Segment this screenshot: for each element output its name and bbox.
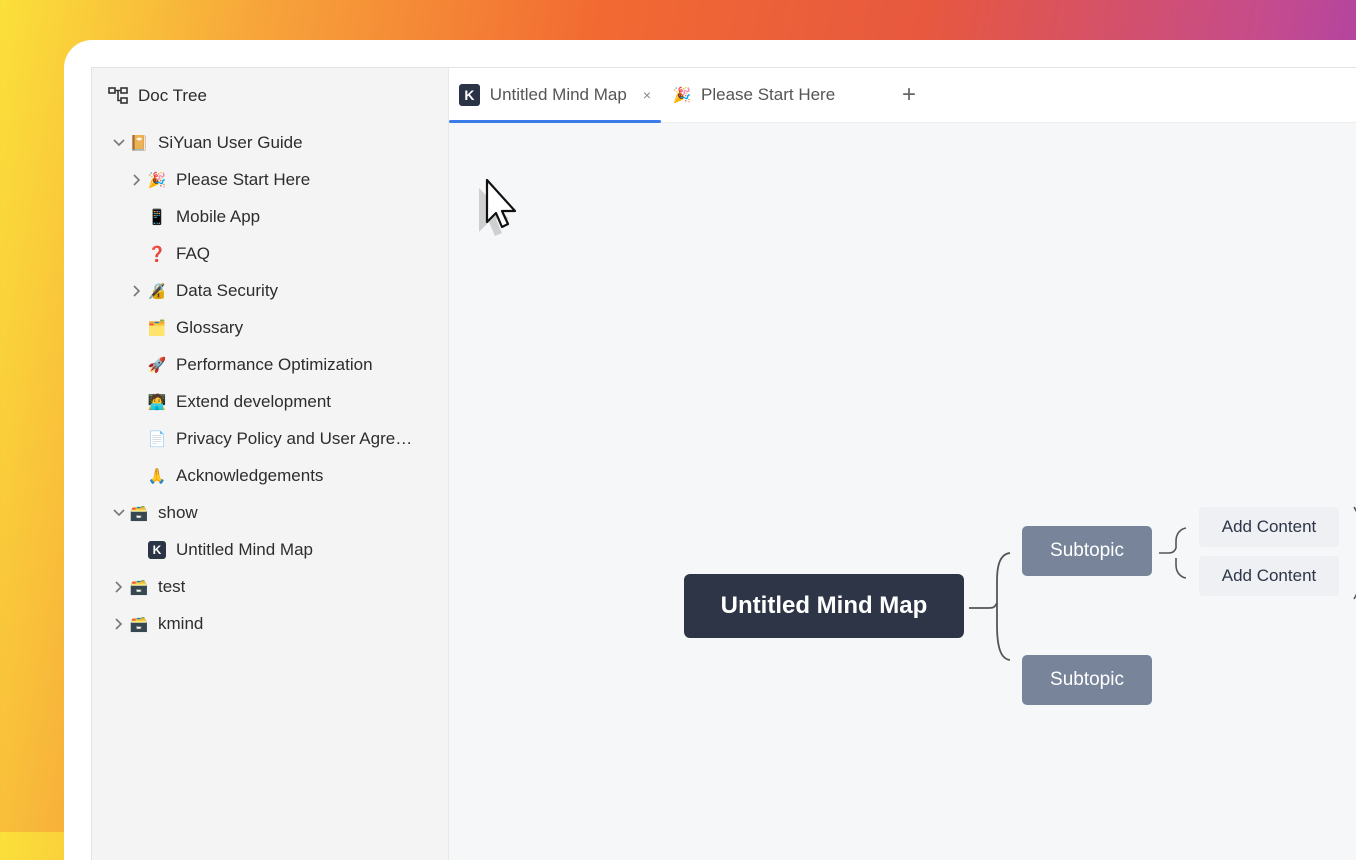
doc-emoji-icon: 📱	[147, 208, 167, 226]
tree-spacer	[128, 541, 146, 559]
app-inner: Doc Tree 📔 SiYuan User Guide 🎉 Please Start…	[91, 67, 1356, 860]
doc-tree-header: Doc Tree	[92, 68, 448, 124]
doc-emoji-icon: 🗂️	[147, 319, 167, 337]
tree-item-faq[interactable]: ❓ FAQ	[92, 235, 448, 272]
add-tab-button[interactable]: +	[902, 81, 917, 108]
leaf-node-2[interactable]: Add Content	[1199, 556, 1339, 596]
doc-emoji-icon: 🙏	[147, 467, 167, 485]
tree-spacer	[128, 356, 146, 374]
tree-item-label: Data Security	[176, 280, 279, 300]
mindmap-canvas[interactable]: Untitled Mind Map Subtopic Subtopic Add …	[449, 123, 1356, 860]
subtopic-node-1[interactable]: Subtopic	[1022, 526, 1152, 576]
root-bracket	[969, 552, 1011, 661]
doc-tree-list: 📔 SiYuan User Guide 🎉 Please Start Here 📱 Mob…	[92, 124, 448, 642]
tab-please-start-here[interactable]: 🎉 Please Start Here	[661, 68, 886, 122]
chevron-right-icon[interactable]	[110, 615, 128, 633]
tree-item-label: Performance Optimization	[176, 354, 373, 374]
doc-emoji-icon: 📔	[129, 134, 149, 152]
party-popper-icon: 🎉	[672, 87, 692, 104]
doc-emoji-icon: 🗃️	[129, 504, 149, 522]
tree-item-kmind[interactable]: 🗃️ kmind	[92, 605, 448, 642]
tree-item-extend-development[interactable]: 🧑‍💻 Extend development	[92, 383, 448, 420]
doc-emoji-icon: 🗃️	[129, 578, 149, 596]
tree-spacer	[128, 430, 146, 448]
tree-item-mobile-app[interactable]: 📱 Mobile App	[92, 198, 448, 235]
tree-spacer	[128, 319, 146, 337]
close-icon[interactable]: ×	[642, 87, 651, 103]
subtopic-node-2[interactable]: Subtopic	[1022, 655, 1152, 705]
tree-item-privacy-policy-and-user-agre[interactable]: 📄 Privacy Policy and User Agre…	[92, 420, 448, 457]
doc-emoji-icon: 🔏	[147, 282, 167, 300]
tree-item-label: kmind	[158, 613, 204, 633]
tree-item-show[interactable]: 🗃️ show	[92, 494, 448, 531]
doc-tree-icon	[108, 87, 128, 104]
mindmap-connectors	[969, 506, 1356, 661]
tree-item-glossary[interactable]: 🗂️ Glossary	[92, 309, 448, 346]
doc-emoji-icon: 🗃️	[129, 615, 149, 633]
kmind-icon: K	[459, 84, 480, 106]
tree-item-untitled-mind-map[interactable]: K Untitled Mind Map	[92, 531, 448, 568]
tree-spacer	[128, 393, 146, 411]
tab-untitled-mind-map[interactable]: K Untitled Mind Map ×	[449, 68, 661, 123]
tree-item-test[interactable]: 🗃️ test	[92, 568, 448, 605]
tree-item-label: Glossary	[176, 317, 244, 337]
chevron-right-icon[interactable]	[128, 171, 146, 189]
tab-label: Untitled Mind Map	[489, 85, 627, 104]
tab-bar: K Untitled Mind Map × 🎉 Please Start Her…	[449, 68, 1356, 123]
tree-item-label: SiYuan User Guide	[158, 132, 303, 152]
chevron-down-icon[interactable]	[110, 134, 128, 152]
tree-item-label: test	[158, 576, 186, 596]
chevron-right-icon[interactable]	[110, 578, 128, 596]
tree-item-label: Untitled Mind Map	[176, 539, 314, 559]
app-window: Doc Tree 📔 SiYuan User Guide 🎉 Please Start…	[64, 40, 1356, 860]
tab-label: Please Start Here	[701, 85, 836, 104]
tree-spacer	[128, 467, 146, 485]
doc-tree-title: Doc Tree	[138, 86, 207, 105]
subtopic-bracket	[1159, 527, 1187, 579]
tree-item-label: Please Start Here	[176, 169, 311, 189]
root-node[interactable]: Untitled Mind Map	[684, 574, 964, 638]
kmind-badge: K	[148, 540, 166, 559]
tree-item-please-start-here[interactable]: 🎉 Please Start Here	[92, 161, 448, 198]
tree-item-acknowledgements[interactable]: 🙏 Acknowledgements	[92, 457, 448, 494]
kmind-icon: K	[146, 540, 168, 559]
doc-emoji-icon: 📄	[147, 430, 167, 448]
tree-item-label: Acknowledgements	[176, 465, 324, 485]
tree-item-data-security[interactable]: 🔏 Data Security	[92, 272, 448, 309]
chevron-right-icon[interactable]	[128, 282, 146, 300]
doc-emoji-icon: 🎉	[147, 171, 167, 189]
doc-emoji-icon: ❓	[147, 245, 167, 263]
tree-item-siyuan-user-guide[interactable]: 📔 SiYuan User Guide	[92, 124, 448, 161]
doc-tree-sidebar: Doc Tree 📔 SiYuan User Guide 🎉 Please Start…	[92, 68, 449, 860]
tree-item-performance-optimization[interactable]: 🚀 Performance Optimization	[92, 346, 448, 383]
tree-spacer	[128, 245, 146, 263]
chevron-down-icon[interactable]	[110, 504, 128, 522]
tree-spacer	[128, 208, 146, 226]
leaf-node-1[interactable]: Add Content	[1199, 507, 1339, 547]
doc-emoji-icon: 🧑‍💻	[147, 393, 167, 411]
tree-item-label: Extend development	[176, 391, 331, 411]
mouse-pointer-icon	[479, 178, 517, 236]
doc-emoji-icon: 🚀	[147, 356, 167, 374]
tree-item-label: FAQ	[176, 243, 211, 263]
tree-item-label: show	[158, 502, 198, 522]
tree-item-label: Privacy Policy and User Agre…	[176, 428, 413, 448]
tree-item-label: Mobile App	[176, 206, 261, 226]
